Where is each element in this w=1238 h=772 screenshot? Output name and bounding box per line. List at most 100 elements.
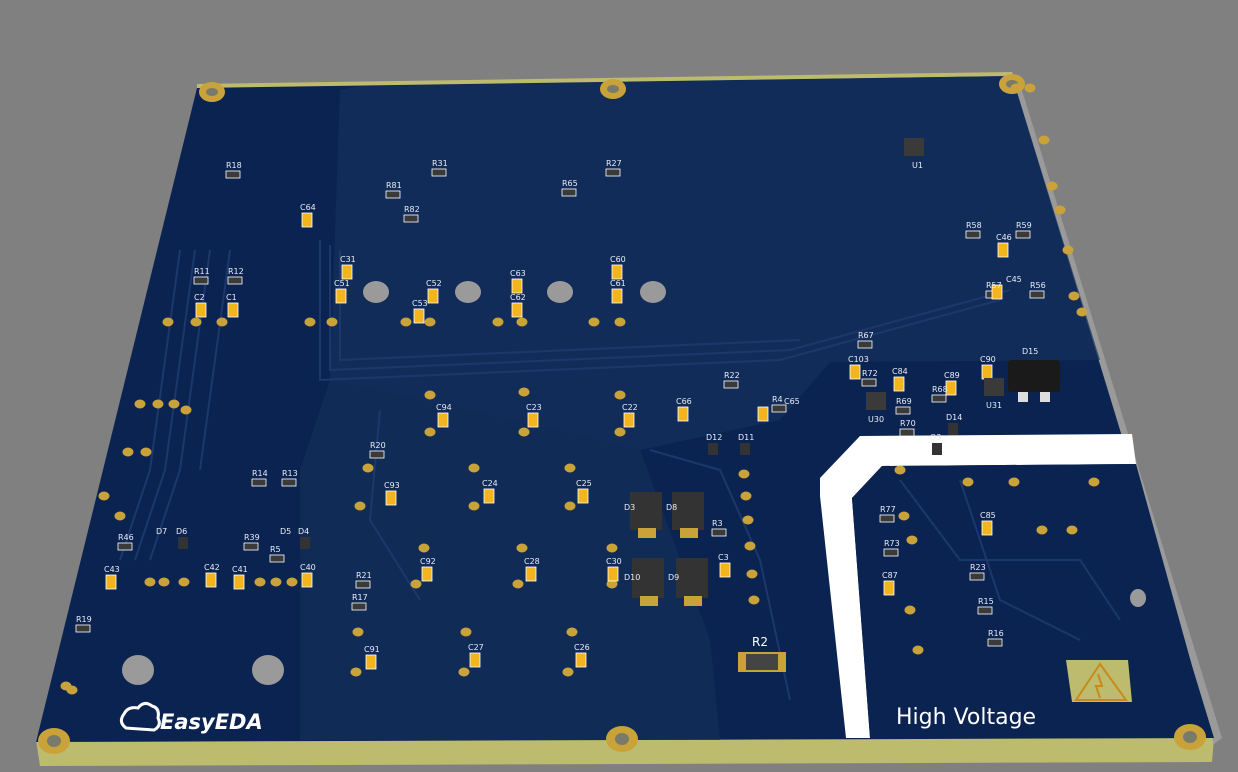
component-r82[interactable] — [403, 214, 419, 223]
component-r46[interactable] — [117, 542, 133, 551]
component-c52[interactable] — [427, 288, 439, 304]
component-c41[interactable] — [233, 574, 245, 590]
component-c62[interactable] — [511, 302, 523, 318]
via-pad — [566, 627, 578, 637]
component-c61[interactable] — [611, 288, 623, 304]
bridge-rectifier-D15[interactable] — [1008, 360, 1060, 402]
resistor-body — [857, 340, 873, 349]
diode-D8[interactable] — [672, 492, 704, 538]
component-c30[interactable] — [607, 566, 619, 582]
component-c51[interactable] — [335, 288, 347, 304]
component-c65[interactable] — [757, 406, 769, 422]
component-c66[interactable] — [677, 406, 689, 422]
component-c2[interactable] — [195, 302, 207, 318]
component-c60[interactable] — [611, 264, 623, 280]
component-c24[interactable] — [483, 488, 495, 504]
component-r5[interactable] — [269, 554, 285, 563]
component-r73[interactable] — [883, 548, 899, 557]
designator-label: C60 — [610, 255, 626, 264]
component-d14[interactable] — [948, 423, 958, 435]
component-r39[interactable] — [243, 542, 259, 551]
component-c103[interactable] — [849, 364, 861, 380]
component-c3[interactable] — [719, 562, 731, 578]
component-r17[interactable] — [351, 602, 367, 611]
component-d6[interactable] — [178, 537, 188, 549]
designator-label: C91 — [364, 645, 380, 654]
component-c40[interactable] — [301, 572, 313, 588]
cloud-logo-icon — [119, 701, 161, 732]
via-pad — [516, 317, 528, 327]
component-r18[interactable] — [225, 170, 241, 179]
component-r77[interactable] — [879, 514, 895, 523]
component-r81[interactable] — [385, 190, 401, 199]
component-u30[interactable] — [866, 392, 886, 410]
diode-D10[interactable] — [632, 558, 664, 606]
resistor-body — [1029, 290, 1045, 299]
component-c53[interactable] — [413, 308, 425, 324]
component-r27[interactable] — [605, 168, 621, 177]
component-r23[interactable] — [969, 572, 985, 581]
component-r4[interactable] — [771, 404, 787, 413]
component-c45[interactable] — [991, 284, 1003, 300]
component-r21[interactable] — [355, 580, 371, 589]
component-r56[interactable] — [1029, 290, 1045, 299]
diode-D3[interactable] — [630, 492, 662, 538]
via-pad — [286, 577, 298, 587]
component-c91[interactable] — [365, 654, 377, 670]
component-r16[interactable] — [987, 638, 1003, 647]
component-r20[interactable] — [369, 450, 385, 459]
component-c94[interactable] — [437, 412, 449, 428]
component-c64[interactable] — [301, 212, 313, 228]
component-r72[interactable] — [861, 378, 877, 387]
component-c92[interactable] — [421, 566, 433, 582]
component-c84[interactable] — [893, 376, 905, 392]
component-r22[interactable] — [723, 380, 739, 389]
component-r69[interactable] — [895, 406, 911, 415]
component-r3[interactable] — [711, 528, 727, 537]
component-r12[interactable] — [227, 276, 243, 285]
component-r58[interactable] — [965, 230, 981, 239]
component-d11[interactable] — [740, 443, 750, 455]
component-r68[interactable] — [931, 394, 947, 403]
component-r59[interactable] — [1015, 230, 1031, 239]
component-r70[interactable] — [899, 428, 915, 437]
component-r65[interactable] — [561, 188, 577, 197]
component-c25[interactable] — [577, 488, 589, 504]
designator-label: R73 — [884, 539, 900, 548]
component-r67[interactable] — [857, 340, 873, 349]
component-c22[interactable] — [623, 412, 635, 428]
component-c46[interactable] — [997, 242, 1009, 258]
component-r15[interactable] — [977, 606, 993, 615]
capacitor-body — [719, 562, 731, 578]
component-d12[interactable] — [708, 443, 718, 455]
component-c93[interactable] — [385, 490, 397, 506]
component-c27[interactable] — [469, 652, 481, 668]
component-c89[interactable] — [945, 380, 957, 396]
resistor-R2[interactable] — [738, 652, 786, 672]
component-r13[interactable] — [281, 478, 297, 487]
component-c1[interactable] — [227, 302, 239, 318]
component-u1[interactable] — [904, 138, 924, 156]
designator-label: C63 — [510, 269, 526, 278]
component-c87[interactable] — [883, 580, 895, 596]
component-c63[interactable] — [511, 278, 523, 294]
component-c90[interactable] — [981, 364, 993, 380]
resistor-body — [243, 542, 259, 551]
component-c23[interactable] — [527, 412, 539, 428]
component-c43[interactable] — [105, 574, 117, 590]
component-r31[interactable] — [431, 168, 447, 177]
component-c85[interactable] — [981, 520, 993, 536]
component-c31[interactable] — [341, 264, 353, 280]
component-r19[interactable] — [75, 624, 91, 633]
component-c28[interactable] — [525, 566, 537, 582]
designator-label: C93 — [384, 481, 400, 490]
diode-D9[interactable] — [676, 558, 708, 606]
component-c42[interactable] — [205, 572, 217, 588]
component-c26[interactable] — [575, 652, 587, 668]
component-q3[interactable] — [932, 443, 942, 455]
component-r14[interactable] — [251, 478, 267, 487]
component-r11[interactable] — [193, 276, 209, 285]
component-u31[interactable] — [984, 378, 1004, 396]
component-d4[interactable] — [300, 537, 310, 549]
